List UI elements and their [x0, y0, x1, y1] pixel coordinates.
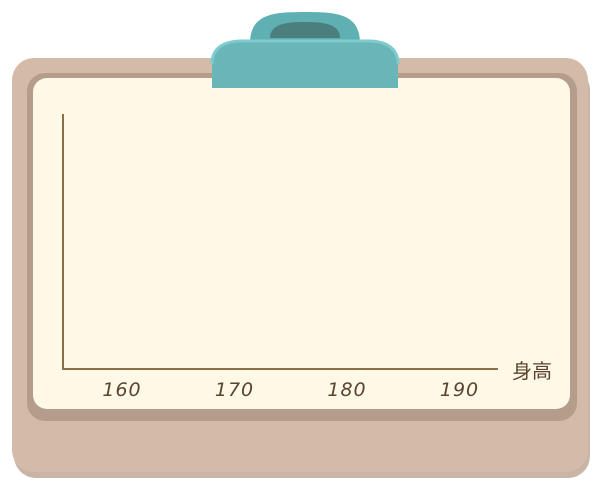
- x-axis-title: 身高: [512, 359, 552, 383]
- paper-sheet: [33, 78, 570, 409]
- clipboard-clip-icon: [210, 12, 400, 88]
- x-tick-label: 160: [102, 379, 141, 401]
- x-tick-label: 170: [215, 379, 254, 401]
- x-tick-label: 190: [440, 379, 479, 401]
- x-tick-labels: 160 170 180 190: [102, 379, 479, 401]
- x-tick-label: 180: [327, 379, 366, 401]
